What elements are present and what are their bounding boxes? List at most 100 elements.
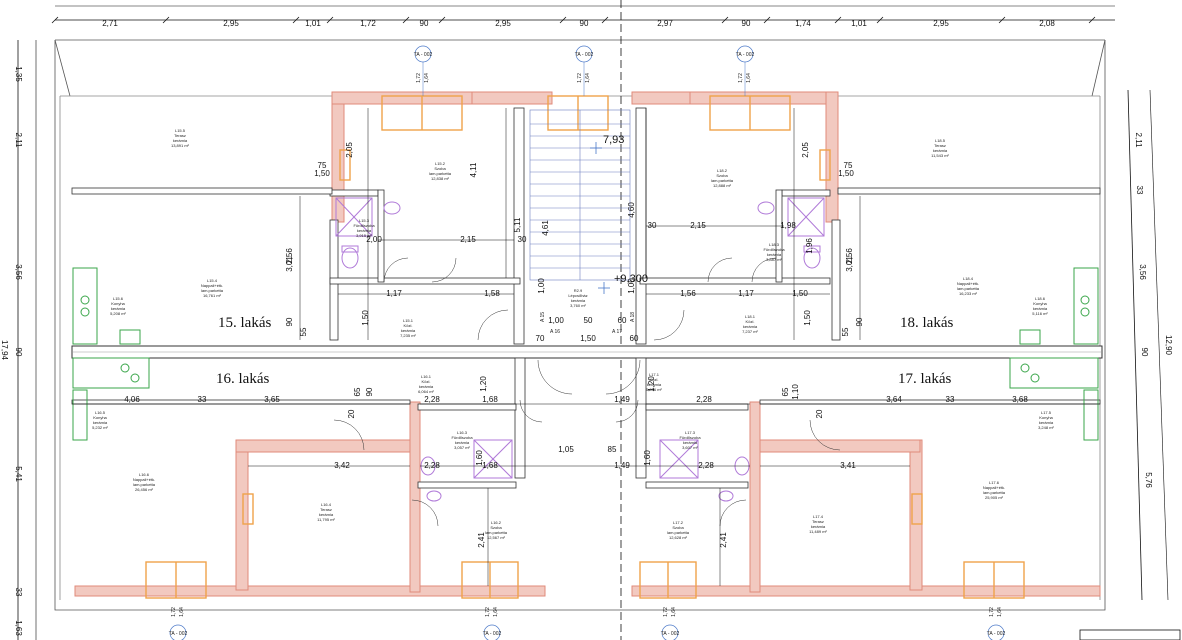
room-label-l17-3-floor: kerámia [683, 440, 698, 445]
section-tag-7: TA - 002 1,72 1,64 [987, 607, 1005, 640]
room-label-l17-3-name: Fürdőszoba [679, 435, 701, 440]
interior-dimension-29: 1,50 [361, 310, 370, 326]
room-label-l16-4-code: L16.4 [321, 502, 332, 507]
interior-dimension-68: 2,41 [719, 532, 728, 548]
svg-text:TA - 002: TA - 002 [736, 52, 755, 58]
apartment-label-16: 16. lakás [216, 371, 269, 387]
svg-text:Lépcsőház: Lépcsőház [568, 293, 587, 298]
room-label-l16-4-name: Terasz [320, 507, 332, 512]
interior-dimension-50: 2,28 [696, 395, 712, 404]
interior-dimension-13: 30 [648, 221, 657, 230]
room-label-l18-3-floor: kerámia [767, 252, 782, 257]
interior-dimension-58: 3,41 [840, 461, 856, 470]
interior-dimension-22: 1,17 [386, 289, 402, 298]
room-label-l15-1-floor: kerámia [401, 328, 416, 333]
room-label-l16-1-code: L16.1 [421, 374, 432, 379]
room-label-l17-5-name: Konyha [1039, 415, 1053, 420]
interior-dimension-12: 30 [518, 235, 527, 244]
left-total-dim: 17,94 [0, 340, 9, 361]
svg-text:R2.9: R2.9 [574, 288, 583, 293]
room-label-l15-6-name: Konyha [111, 301, 125, 306]
room-label-l17-2-code: L17.2 [673, 520, 684, 525]
room-label-l15-3-name: Fürdőszoba [353, 223, 375, 228]
section-mark-a17: A 17 [612, 329, 622, 335]
dimension-tick [326, 16, 334, 24]
room-label-l15-1-area: 7,235 m² [400, 333, 416, 338]
section-marks: A 15 A 16 A 17 A 18 [540, 312, 636, 335]
section-mark-a15: A 15 [540, 312, 546, 322]
room-label-l16-1-floor: kerámia [419, 384, 434, 389]
interior-dimension-44: 3,64 [886, 395, 902, 404]
interior-dimension-lines [72, 108, 1100, 586]
south-walls [74, 401, 1101, 597]
svg-text:1,64: 1,64 [179, 607, 185, 617]
interior-dimension-5: 5,11 [513, 217, 522, 233]
kitchens [72, 267, 1099, 441]
dimension-tick [876, 16, 884, 24]
room-label-l18-2-floor: lam.parketta [711, 178, 734, 183]
interior-dimension-25: 1,17 [738, 289, 754, 298]
section-tag-3: TA - 002 1,72 1,64 [736, 45, 755, 96]
room-label-l16-1-name: Közl. [422, 379, 431, 384]
room-label-l15-4-floor: lam.parketta [201, 288, 224, 293]
interior-dimension-41: 4,06 [124, 395, 140, 404]
top-dim-9: 90 [742, 19, 751, 28]
dimension-tick [763, 16, 771, 24]
interior-dimension-39: 1,50 [580, 334, 596, 343]
section-mark-a18: A 18 [630, 312, 636, 322]
top-dim-6: 2,95 [495, 19, 511, 28]
room-label-l15-1-code: L15.1 [403, 318, 414, 323]
interior-dimension-26: 1,50 [792, 289, 808, 298]
staircase [529, 109, 631, 281]
room-label-l18-6-code: L18.6 [1035, 296, 1046, 301]
room-label-l15-6-area: 5,208 m² [110, 311, 126, 316]
dimension-tick [292, 16, 300, 24]
dimension-tick [402, 16, 410, 24]
top-dim-4: 1,72 [360, 19, 376, 28]
room-label-l18-5-name: Terasz [934, 143, 946, 148]
dimension-tick [559, 16, 567, 24]
top-dim-12: 2,95 [933, 19, 949, 28]
dimension-tick [721, 16, 729, 24]
room-label-l16-1-area: 6,064 m² [418, 389, 434, 394]
right-dim-5: 5,76 [1144, 472, 1153, 488]
room-label-l15-5-area: 13,891 m² [171, 143, 190, 148]
interior-dimension-8: 2,05 [801, 142, 810, 158]
interior-dimension-69: 20 [347, 409, 356, 418]
interior-dimension-66: 1,60 [643, 450, 652, 466]
interior-dimension-19: 3,01 [285, 256, 294, 272]
interior-dimension-45: 33 [946, 395, 955, 404]
room-label-l18-6-name: Konyha [1033, 301, 1047, 306]
room-label-l18-4-name: Nappali+étk. [957, 281, 979, 286]
room-label-l15-2-name: Szoba [434, 166, 446, 171]
right-dim-3: 3,56 [1138, 264, 1147, 280]
interior-dimension-21: 3,01 [845, 256, 854, 272]
interior-dimension-3: 2,05 [345, 142, 354, 158]
right-dim-4: 90 [1140, 348, 1149, 357]
room-label-l16-2-code: L16.2 [491, 520, 502, 525]
room-label-l16-6-name: Nappali+étk. [133, 477, 155, 482]
interior-dimension-51: 1,20 [479, 376, 488, 392]
svg-text:1,64: 1,64 [424, 73, 430, 83]
interior-dimension-20: 2,56 [845, 248, 854, 264]
apartment-label-17: 17. lakás [898, 371, 951, 387]
section-tag-2: TA - 002 1,72 1,64 [575, 45, 593, 96]
interior-dimension-32: 90 [855, 317, 864, 326]
interior-dimension-18: 2,56 [285, 248, 294, 264]
interior-dimension-17: 2,00 [366, 235, 382, 244]
room-label-l18-1-code: L18.1 [745, 314, 756, 319]
room-label-l16-6-area: 26,456 m² [135, 487, 154, 492]
apartment-label-15: 15. lakás [218, 315, 271, 331]
interior-dimension-43: 3,65 [264, 395, 280, 404]
room-label-l17-4-name: Terasz [812, 519, 824, 524]
interior-dimension-62: 2,28 [698, 461, 714, 470]
room-label-l17-6-code: L17.6 [989, 480, 1000, 485]
section-tag-5: TA - 002 1,72 1,64 [483, 607, 501, 640]
top-dim-5: 90 [420, 19, 429, 28]
room-label-l16-3-area: 3,057 m² [454, 445, 470, 450]
interior-dimension-36: 1,00 [548, 316, 564, 325]
svg-text:1,72: 1,72 [485, 607, 491, 617]
room-label-l17-5-area: 3,248 m² [1038, 425, 1054, 430]
interior-dimension-42: 33 [198, 395, 207, 404]
room-label-l15-2-code: L15.2 [435, 161, 446, 166]
